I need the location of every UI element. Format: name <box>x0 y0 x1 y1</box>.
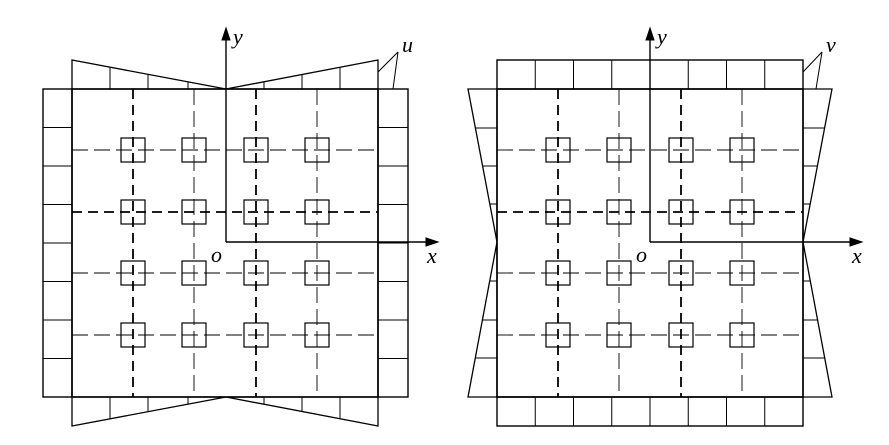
gauge-square <box>181 137 207 163</box>
gauge-square <box>606 199 632 225</box>
gauge-square <box>181 199 207 225</box>
label-leader <box>392 51 399 90</box>
origin-label: o <box>636 242 647 267</box>
gauge-square <box>668 322 694 348</box>
gauge-square <box>120 322 146 348</box>
gauge-square <box>243 260 269 286</box>
gauge-square <box>304 137 330 163</box>
label-leader <box>802 51 823 73</box>
gauge-square <box>729 260 755 286</box>
y-axis-label: y <box>655 24 667 49</box>
y-axis-arrow <box>221 26 231 41</box>
bottom-wedge-left <box>71 396 227 427</box>
gauge-square <box>606 322 632 348</box>
origin-label: o <box>211 242 222 267</box>
x-axis-arrow <box>849 237 864 247</box>
plate-outline <box>71 88 379 398</box>
gauge-square <box>545 322 571 348</box>
gauge-square <box>606 260 632 286</box>
gauge-square <box>243 137 269 163</box>
y-axis-label: y <box>231 24 243 49</box>
gauge-square <box>120 137 146 163</box>
top-wedge-left <box>71 59 227 90</box>
gauge-square <box>304 260 330 286</box>
gauge-square <box>545 199 571 225</box>
right-panel-v-displacement: x y o v <box>467 24 864 427</box>
gauge-square <box>606 137 632 163</box>
gauge-square <box>243 199 269 225</box>
gauge-square <box>668 137 694 163</box>
gauge-square <box>729 199 755 225</box>
label-leader <box>815 51 823 90</box>
gauge-square <box>729 322 755 348</box>
left-panel-u-displacement: x y o u <box>42 24 440 427</box>
gauge-square <box>545 260 571 286</box>
gauge-square <box>243 322 269 348</box>
y-axis-arrow <box>645 26 655 41</box>
gauge-square <box>729 137 755 163</box>
x-axis-label: x <box>426 243 437 268</box>
gauge-square <box>120 199 146 225</box>
gauge-square <box>181 260 207 286</box>
field-label-v: v <box>826 32 836 57</box>
gauge-square <box>181 322 207 348</box>
gauge-square <box>120 260 146 286</box>
field-label-u: u <box>402 32 413 57</box>
gauge-square <box>668 199 694 225</box>
gauge-square <box>668 260 694 286</box>
gauge-square <box>304 199 330 225</box>
gauge-square <box>304 322 330 348</box>
gauge-square <box>545 137 571 163</box>
label-leader <box>377 51 399 73</box>
x-axis-arrow <box>425 237 440 247</box>
x-axis-label: x <box>851 243 862 268</box>
